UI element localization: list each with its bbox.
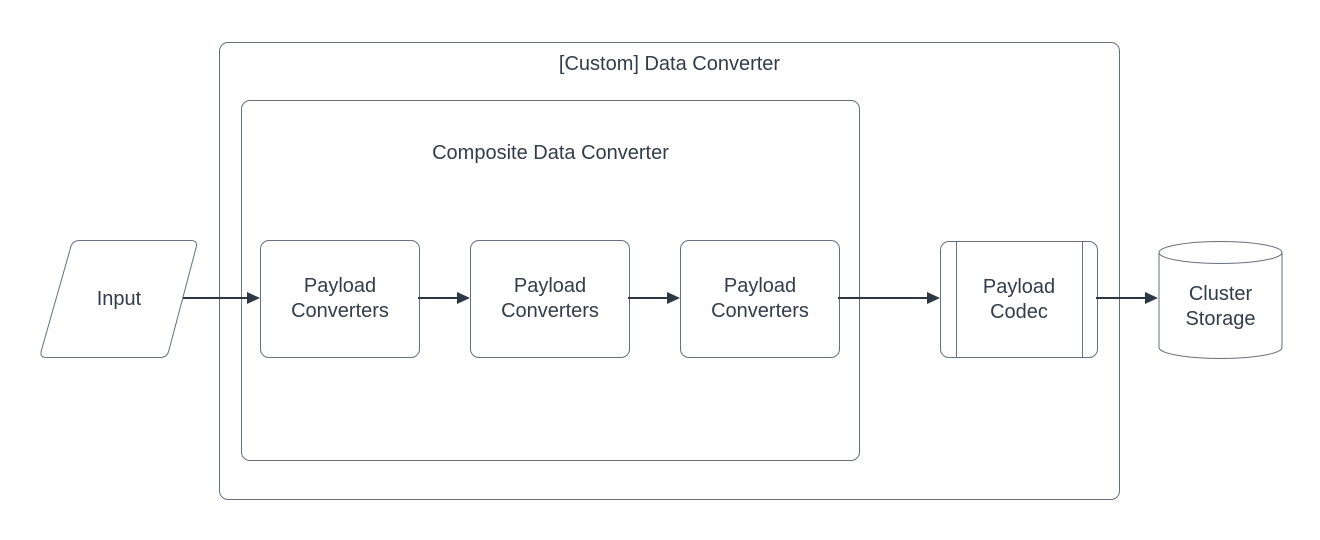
payload-converters-label-1: Payload Converters: [291, 275, 389, 322]
custom-data-converter-group: [Custom] Data Converter: [219, 42, 1120, 500]
custom-data-converter-title: [Custom] Data Converter: [558, 53, 781, 75]
arrowhead-converter3-to-codec: [927, 292, 940, 304]
arrow-input-to-converter1: [183, 297, 247, 299]
arrow-converter1-to-converter2: [418, 297, 457, 299]
cylinder-shape: [1158, 241, 1283, 359]
cluster-storage-label: Cluster Storage: [1185, 283, 1256, 330]
codec-right-bar: [1082, 242, 1083, 357]
arrowhead-converter2-to-converter3: [667, 292, 680, 304]
input-node: Input: [39, 240, 199, 358]
payload-converters-label-2: Payload Converters: [501, 275, 599, 322]
arrow-codec-to-storage: [1096, 297, 1145, 299]
payload-converters-box-3: Payload Converters: [680, 240, 840, 358]
parallelogram-shape: [40, 240, 198, 358]
arrow-converter3-to-codec: [838, 297, 927, 299]
arrowhead-input-to-converter1: [247, 292, 260, 304]
cluster-storage-node: Cluster Storage: [1158, 241, 1283, 359]
arrowhead-codec-to-storage: [1145, 292, 1158, 304]
input-label: Input: [96, 287, 142, 310]
payload-converters-box-1: Payload Converters: [260, 240, 420, 358]
composite-data-converter-title: Composite Data Converter: [432, 142, 669, 164]
arrowhead-converter1-to-converter2: [457, 292, 470, 304]
payload-codec-label: Payload Codec: [982, 275, 1056, 323]
payload-converters-label-3: Payload Converters: [711, 275, 809, 322]
payload-converters-box-2: Payload Converters: [470, 240, 630, 358]
arrow-converter2-to-converter3: [628, 297, 667, 299]
composite-data-converter-group: Composite Data Converter: [241, 100, 860, 461]
codec-left-bar: [956, 242, 957, 357]
payload-codec-box: Payload Codec: [940, 241, 1098, 358]
